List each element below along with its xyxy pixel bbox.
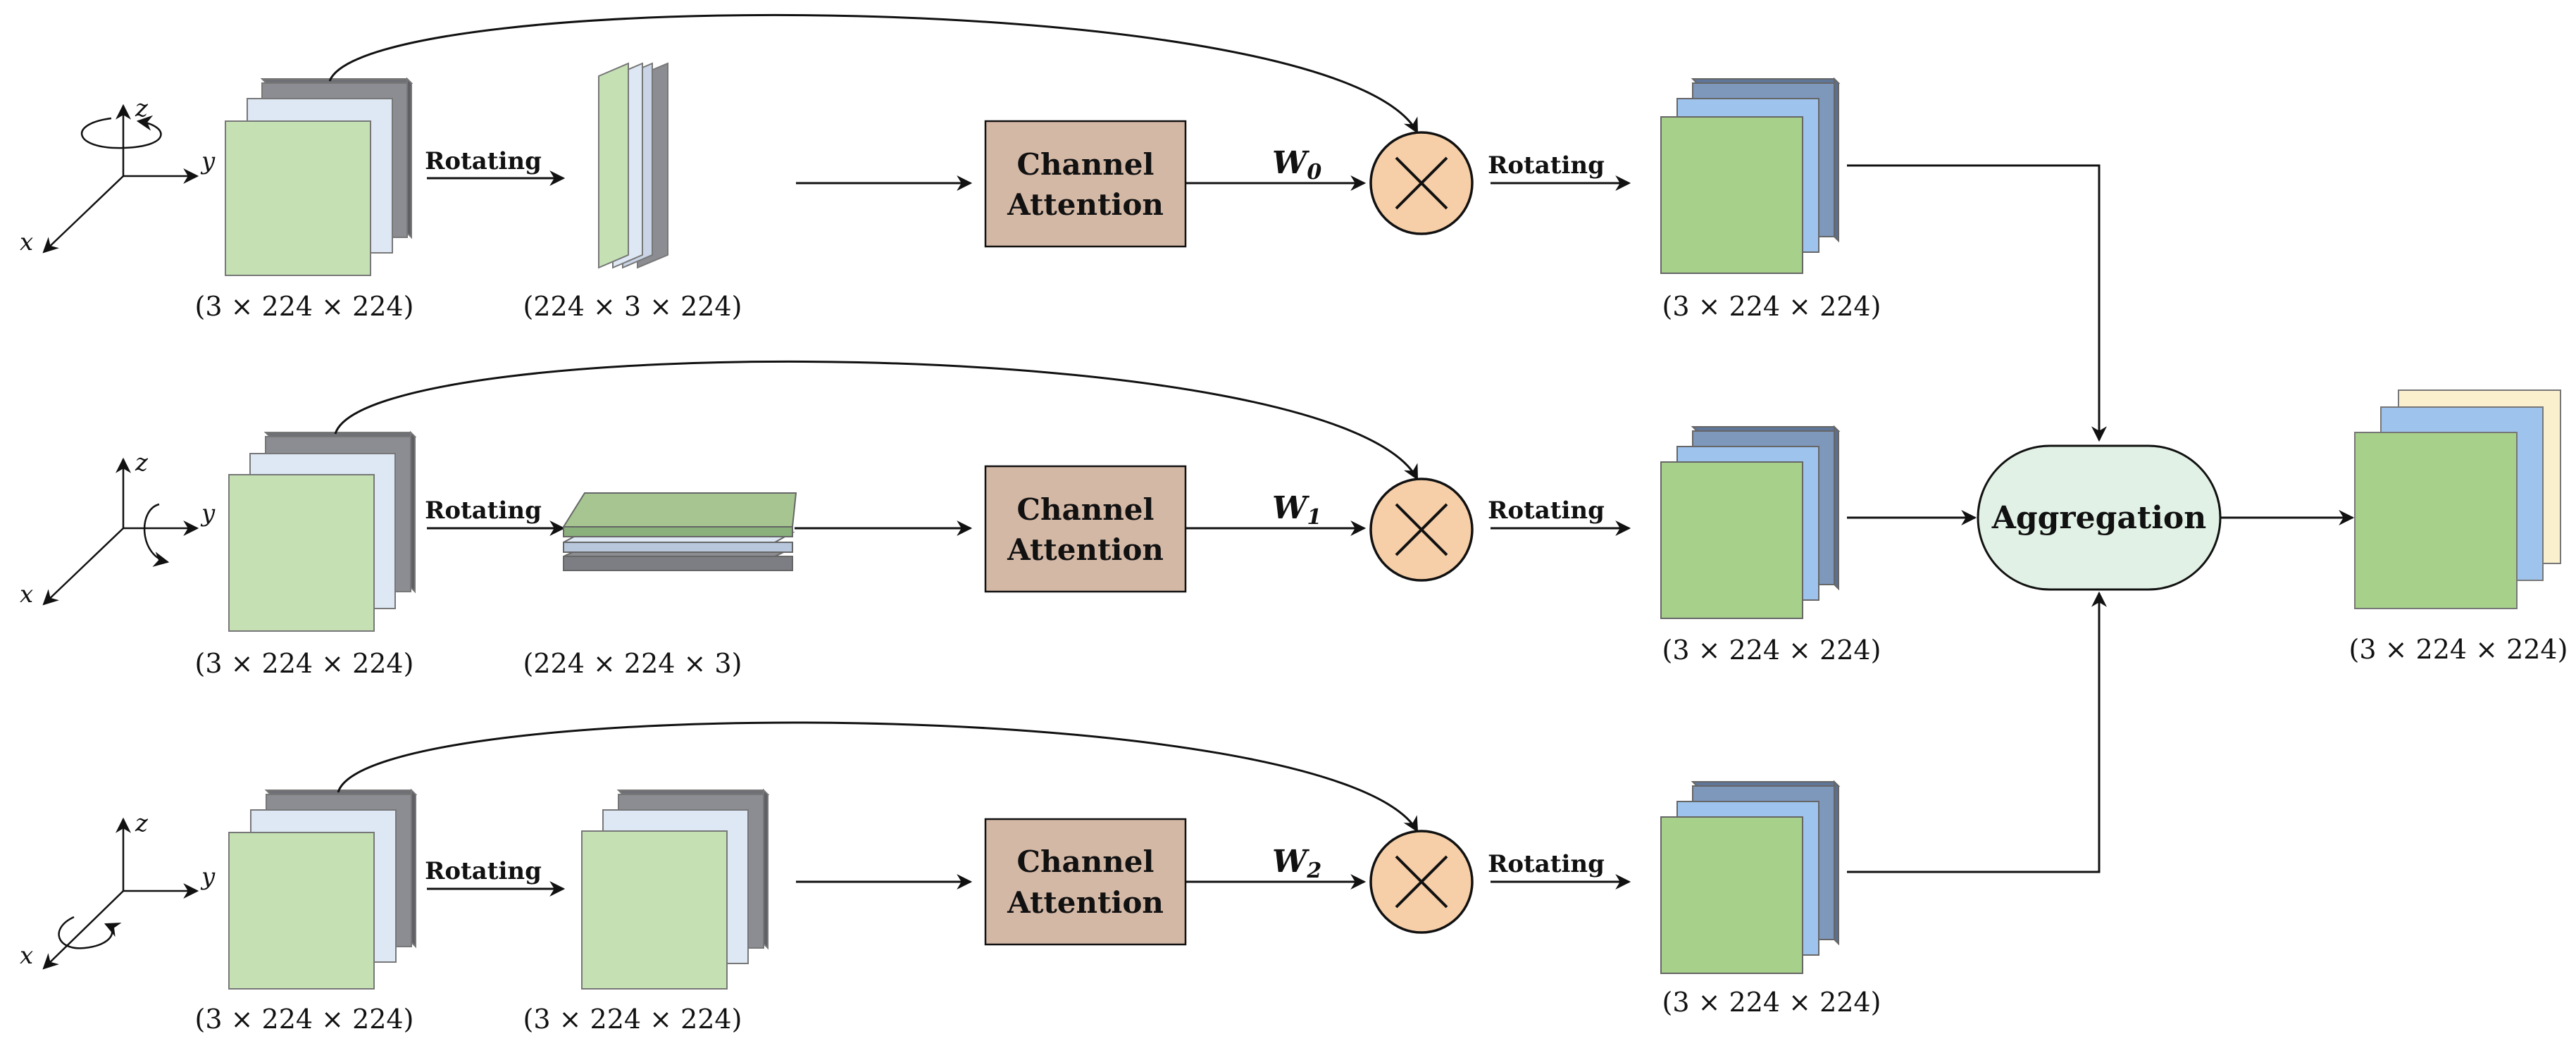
output-tensor-stack (1660, 77, 1841, 274)
multiply-icon (1369, 478, 1474, 582)
channel-attention-line2: Attention (1007, 532, 1164, 567)
axes-rotate-z-icon (42, 104, 199, 254)
weight-label: W1 (1272, 490, 1321, 530)
axis-x-label: x (20, 228, 33, 256)
rotating-back-label: Rotating (1488, 850, 1605, 878)
axes-rotate-y-icon (42, 457, 199, 606)
rotated-dimension-label: (224 × 3 × 224) (523, 291, 742, 322)
axis-z-label: z (135, 94, 149, 123)
input-tensor-stack (228, 430, 417, 632)
rotated-dimension-label: (224 × 224 × 3) (523, 648, 742, 679)
rotated-tensor-slabs (598, 62, 668, 269)
axis-z-label: z (135, 809, 149, 837)
weight-label: W2 (1272, 844, 1321, 883)
output-dimension-label: (3 × 224 × 224) (1662, 987, 1881, 1018)
rotating-label: Rotating (425, 857, 542, 885)
input-tensor-stack (225, 77, 413, 276)
row-0: z y x (3 × 224 × 224) Rotating (224 × 3 … (20, 13, 2107, 442)
final-dimension-label: (3 × 224 × 224) (2349, 634, 2568, 665)
output-dimension-label: (3 × 224 × 224) (1662, 635, 1881, 666)
aggregation-block: Aggregation (1977, 444, 2222, 591)
axis-x-label: x (20, 580, 33, 609)
channel-attention-line1: Channel (1017, 147, 1155, 182)
multiply-icon (1369, 830, 1474, 934)
output-tensor-stack (1660, 425, 1841, 619)
axis-x-label: x (20, 942, 33, 970)
axis-y-label: y (200, 147, 216, 175)
input-dimension-label: (3 × 224 × 224) (195, 1004, 414, 1035)
channel-attention-block (984, 465, 1187, 593)
row-1: z y x (3 × 224 × 224) Rotating (224 × 22… (20, 360, 1977, 679)
rotating-back-label: Rotating (1488, 497, 1605, 525)
multiply-icon (1369, 131, 1474, 235)
rotating-label: Rotating (425, 147, 542, 175)
axes-rotate-x-icon (42, 817, 199, 970)
rotated-tensor-slabs (562, 492, 797, 571)
channel-attention-line1: Channel (1017, 492, 1155, 527)
channel-attention-line2: Attention (1007, 187, 1164, 222)
channel-attention-block (984, 120, 1187, 248)
input-tensor-stack (228, 788, 418, 990)
rotated-tensor-stack (581, 788, 770, 990)
row-2: z y x (3 × 224 × 224) Rotating (3 × 224 … (20, 591, 2107, 1035)
channel-attention-block (984, 818, 1187, 946)
channel-attention-line1: Channel (1017, 844, 1155, 879)
axis-z-label: z (135, 449, 149, 477)
rotating-back-label: Rotating (1488, 151, 1605, 180)
rotated-dimension-label: (3 × 224 × 224) (523, 1004, 742, 1035)
axis-y-label: y (200, 499, 216, 528)
output-tensor-stack (1660, 780, 1841, 974)
input-dimension-label: (3 × 224 × 224) (195, 648, 414, 679)
axis-y-label: y (200, 863, 216, 891)
channel-attention-line2: Attention (1007, 885, 1164, 920)
weight-label: W0 (1272, 145, 1321, 185)
final-output-stack (2354, 389, 2561, 609)
input-dimension-label: (3 × 224 × 224) (195, 291, 414, 322)
output-dimension-label: (3 × 224 × 224) (1662, 291, 1881, 322)
aggregation-label: Aggregation (1991, 500, 2207, 536)
rotating-label: Rotating (425, 497, 542, 525)
